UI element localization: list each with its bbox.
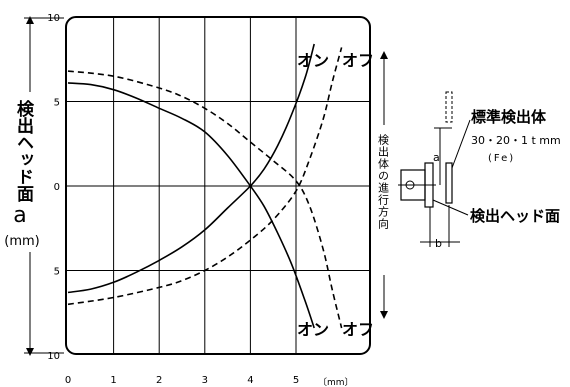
- x-axis-unit: 〔mm〕: [318, 377, 354, 387]
- direction-label: 検出体の進行方向: [377, 133, 390, 230]
- y-axis-unit: (mm): [4, 234, 39, 249]
- label-on-bottom: オン: [297, 320, 329, 339]
- y-axis-symbol: a: [13, 203, 26, 228]
- direction-group: 検出体の進行方向: [377, 51, 390, 319]
- y-tick-label-1: 5: [54, 98, 60, 109]
- label-on-top: オン: [297, 51, 329, 70]
- dim-a-label: a: [433, 151, 440, 164]
- series-line-off-3: [67, 70, 343, 329]
- series-group: [67, 43, 343, 329]
- y-tick-label-2: 0: [54, 182, 60, 193]
- series-line-on-0: [67, 43, 315, 294]
- y-tick-label-4: 10: [47, 351, 60, 362]
- x-tick-label-2: 2: [156, 375, 162, 386]
- leader-face: [432, 199, 469, 216]
- target-dashed-outline: [445, 91, 453, 123]
- x-tick-labels: 0 1 2 3 4 5: [65, 375, 299, 386]
- label-off-bottom: オフ: [342, 320, 374, 339]
- series-line-off-2: [67, 47, 343, 306]
- x-tick-label-1: 1: [110, 375, 116, 386]
- label-off-top: オフ: [342, 51, 374, 70]
- diagram-title: 標準検出体: [471, 108, 547, 126]
- series-line-on-1: [67, 82, 315, 329]
- x-tick-label-5: 5: [293, 375, 299, 386]
- y-tick-label-3: 5: [54, 267, 60, 278]
- y-axis-label: 検出ヘッド面: [13, 99, 34, 203]
- diagram-material: (Fe): [488, 153, 515, 164]
- y-axis-label-group: 検出ヘッド面 a (mm): [4, 16, 64, 356]
- x-tick-label-4: 4: [247, 375, 253, 386]
- diagram-spec: 30・20・1 t mm: [471, 134, 561, 147]
- x-tick-label-0: 0: [65, 375, 71, 386]
- target-plate: [445, 162, 453, 204]
- diagram-face-label: 検出ヘッド面: [470, 207, 560, 225]
- grid: [66, 18, 370, 353]
- plot-area: [65, 16, 371, 355]
- x-tick-label-3: 3: [202, 375, 208, 386]
- dim-b-label: b: [435, 237, 442, 250]
- detection-object-diagram: a b 標準検出体 30・20・1 t mm (Fe) 検出ヘッド面: [398, 91, 561, 250]
- leader-title: [451, 119, 471, 169]
